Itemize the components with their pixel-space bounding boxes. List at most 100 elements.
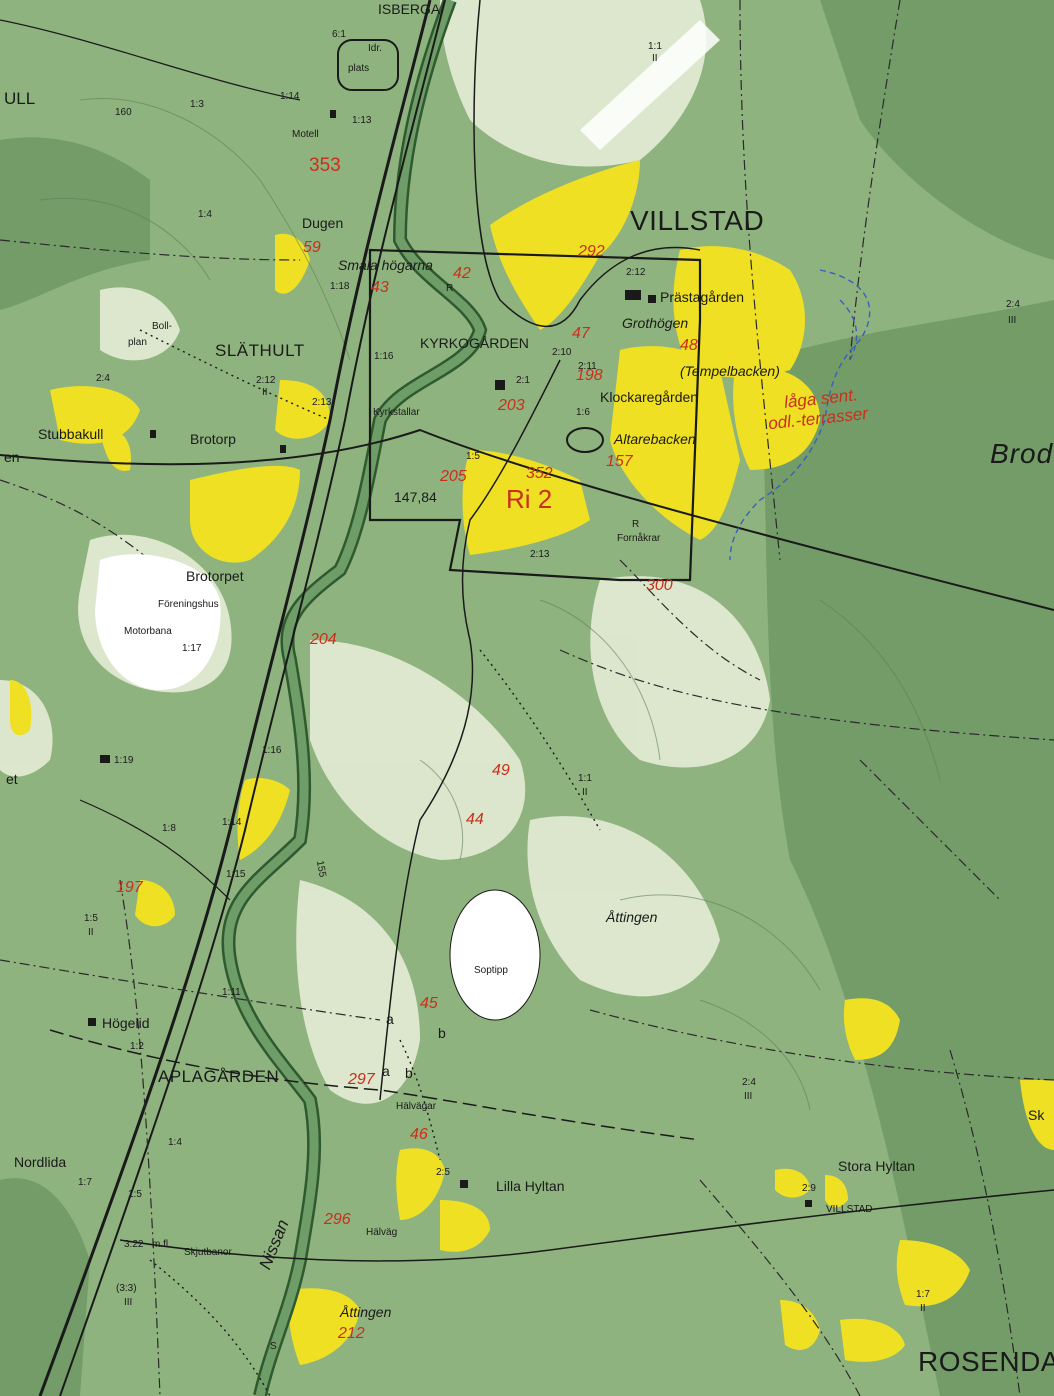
site-300: 300	[646, 577, 673, 594]
buildings	[88, 110, 812, 1207]
parcel-2-13-a: 2:13	[312, 397, 332, 408]
parcel-2-11: 2:11	[578, 361, 597, 372]
ri2-survey-boundary	[368, 248, 702, 582]
parcel-2-12: 2:12	[256, 375, 276, 386]
label-elevation: 147,84	[394, 489, 437, 505]
site-43: 43	[371, 279, 389, 296]
label-klockaregarden: Klockaregården	[600, 389, 699, 405]
site-45: 45	[420, 995, 438, 1012]
site-297: 297	[348, 1071, 375, 1088]
parcel-1-16-a: 1:16	[374, 351, 394, 362]
parcel-1-17: 1:17	[182, 643, 202, 654]
parcel-6-1: 6:1	[332, 29, 346, 40]
label-hogelid: Högelid	[102, 1015, 150, 1031]
label-stubbakull: Stubbakull	[38, 426, 104, 442]
parcel-1-14: 1:14	[280, 91, 300, 102]
parcel-2-13-b: 2:13	[530, 549, 550, 560]
label-r-2: R	[632, 519, 640, 530]
contour-lines	[39, 98, 941, 1111]
site-205: 205	[440, 468, 467, 485]
label-altarebacken: Altarebacken	[614, 431, 696, 447]
label-en: en	[4, 449, 20, 465]
idrottsplats-track	[337, 39, 399, 91]
parcel-3-3: (3:3)	[116, 1283, 137, 1294]
soptipp-area	[449, 889, 541, 1021]
parcel-1-16-b: 1:16	[262, 745, 282, 756]
label-lilla-hyltan: Lilla Hyltan	[496, 1178, 565, 1194]
parcel-2-12-roman: II	[262, 387, 268, 398]
site-292: 292	[578, 243, 605, 260]
label-nordlida: Nordlida	[14, 1154, 67, 1170]
parcel-1-11: 1:11	[222, 987, 241, 998]
symbol-b-2: b	[405, 1065, 413, 1081]
site-48: 48	[680, 337, 698, 354]
parcel-1-14-b: 1:14	[222, 817, 242, 828]
parcel-1-5-b: 1:5	[84, 913, 98, 924]
site-47: 47	[572, 325, 590, 342]
open-strip	[580, 20, 720, 150]
parcel-2-12-b: 2:12	[626, 267, 646, 278]
label-attingen-1: Åttingen	[606, 909, 658, 925]
parcel-2-4-b-roman: III	[1008, 315, 1017, 326]
parcel-1-5-b-roman: II	[88, 927, 94, 938]
parcel-3-22: 3:22	[124, 1239, 144, 1250]
site-157: 157	[606, 453, 633, 470]
site-296: 296	[324, 1211, 351, 1228]
parcel-1-2: 1:2	[130, 1041, 144, 1052]
site-42: 42	[453, 265, 471, 282]
label-kyrkogarden: KYRKOGÅRDEN	[420, 335, 529, 351]
label-motell: Motell	[292, 129, 319, 140]
parcel-1-3: 1:3	[190, 99, 204, 110]
parcel-1-15: 1:15	[226, 869, 246, 880]
annotation-ri2: Ri 2	[506, 484, 553, 514]
parcel-1-6: 1:6	[576, 407, 590, 418]
symbol-a-2: a	[382, 1063, 390, 1079]
label-r-1: R	[446, 283, 454, 294]
parcel-1-7-b: 1:7	[916, 1289, 930, 1300]
label-brotorp: Brotorp	[190, 431, 236, 447]
label-et: et	[6, 771, 18, 787]
label-soptipp: Soptipp	[474, 965, 508, 976]
parcel-1-8: 1:8	[162, 823, 176, 834]
label-aplagarden: APLAGÅRDEN	[158, 1067, 280, 1086]
site-212: 212	[338, 1325, 365, 1342]
parcel-1-13: 1:13	[352, 115, 372, 126]
parcel-1-1-b-roman: II	[582, 787, 588, 798]
parcel-2-10: 2:10	[552, 347, 572, 358]
label-dugen: Dugen	[302, 215, 344, 231]
label-tempelbacken: (Tempelbacken)	[680, 363, 780, 379]
label-brotorpet: Brotorpet	[186, 568, 244, 584]
parcel-1-4-b: 1:4	[168, 1137, 182, 1148]
parcel-2-1: 2:1	[516, 375, 530, 386]
label-fornakrar: Fornåkrar	[617, 533, 661, 544]
symbol-b-1: b	[438, 1025, 446, 1041]
parcel-2-9: 2:9	[802, 1183, 816, 1194]
parcel-3-22-mfl: m.fl.	[152, 1239, 171, 1250]
label-idr: Idr.	[368, 43, 382, 54]
label-attingen-2: Åttingen	[340, 1304, 392, 1320]
footpaths	[139, 329, 601, 1396]
label-contour-155: 155	[313, 859, 328, 879]
label-halvag: Hälväg	[366, 1227, 398, 1238]
label-contour-160: 160	[115, 107, 132, 118]
site-46: 46	[410, 1126, 428, 1143]
site-353: 353	[309, 155, 341, 176]
site-59: 59	[303, 239, 321, 256]
site-197: 197	[116, 879, 143, 896]
terrace-outline	[729, 269, 871, 561]
label-villstad-small: VILLSTAD	[826, 1204, 873, 1215]
label-plats: plats	[348, 63, 370, 74]
label-foreningshus: Föreningshus	[158, 599, 219, 610]
parcel-1-1-b: 1:1	[578, 773, 592, 784]
site-198: 198	[576, 367, 603, 384]
label-grothogen: Grothögen	[622, 315, 689, 331]
label-smala-hogarna: Smala högarna	[338, 257, 433, 273]
label-prastagarden: Prästagården	[660, 289, 745, 305]
parcel-1-7-b-roman: II	[920, 1303, 926, 1314]
parcel-1-5-c: 1:5	[128, 1189, 142, 1200]
